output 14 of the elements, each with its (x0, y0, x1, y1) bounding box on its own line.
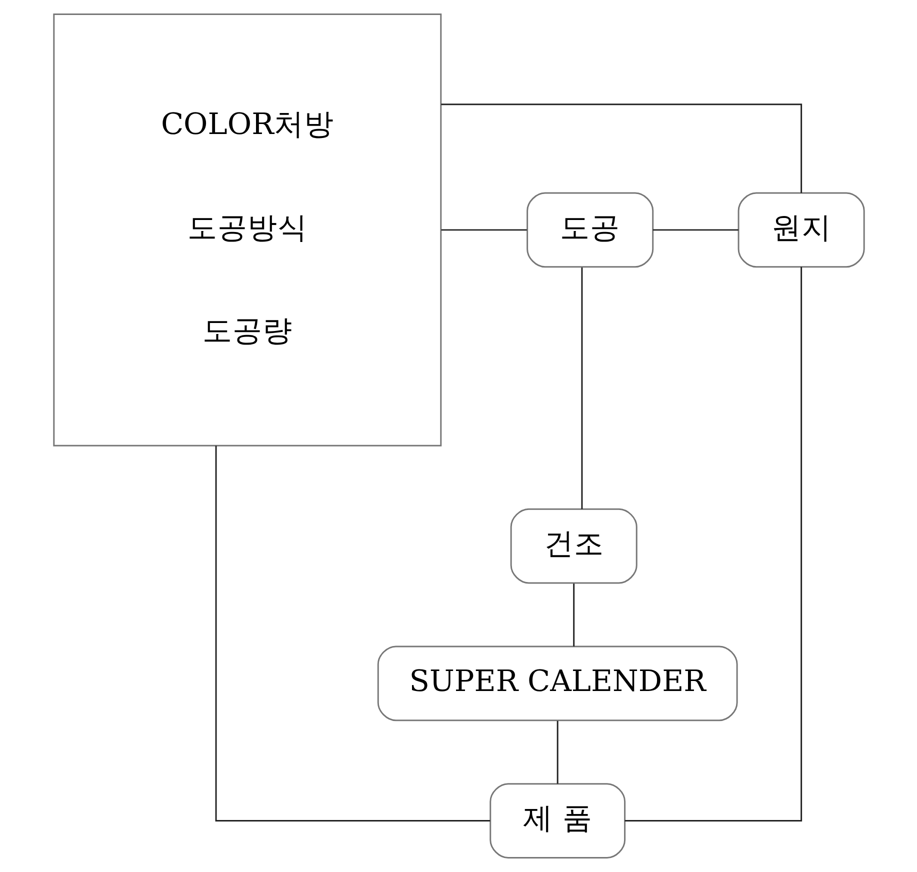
connector (440, 229, 526, 231)
connector (624, 266, 802, 822)
node-box: SUPER CALENDER (376, 646, 738, 722)
connector (572, 584, 574, 646)
node-box: 원지 (737, 192, 864, 268)
connector (652, 229, 738, 231)
node-box: 건조 (510, 508, 637, 584)
connector (556, 720, 558, 784)
connector (440, 104, 802, 193)
connector (214, 446, 490, 822)
connector (580, 267, 582, 510)
node-box: COLOR처방 도공방식 도공량 (52, 14, 442, 446)
node-box: 제 품 (489, 783, 626, 858)
node-box: 도공 (526, 192, 654, 268)
